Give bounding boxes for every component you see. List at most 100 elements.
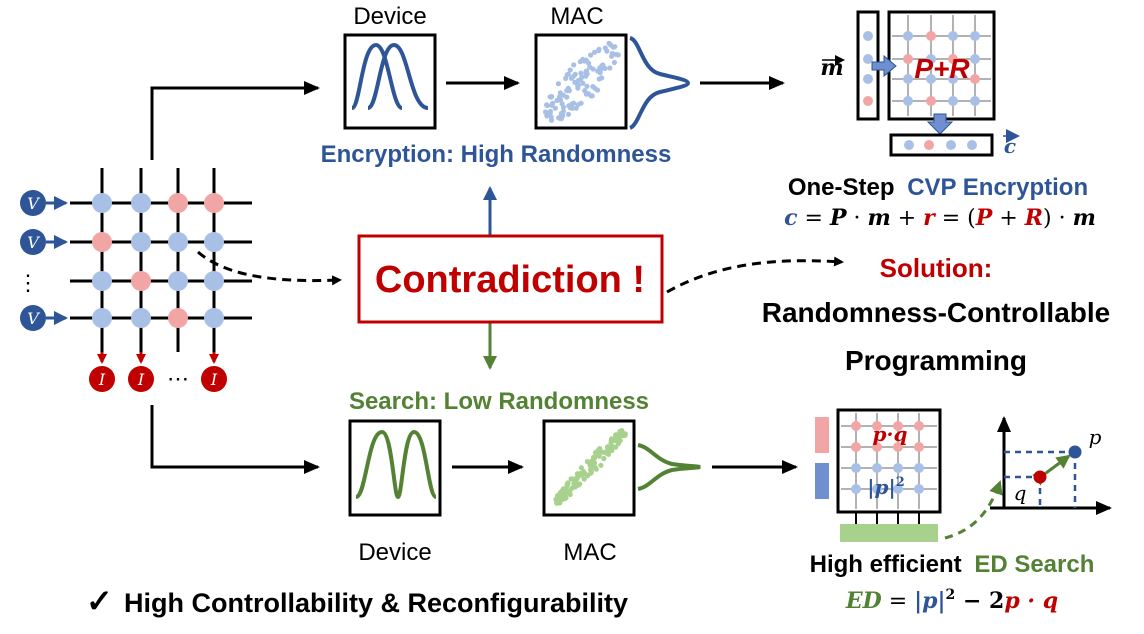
array-cell [851, 442, 861, 452]
cvp-c-label: c [1004, 134, 1016, 158]
scatter-point [584, 83, 590, 89]
scatter-point [598, 462, 604, 468]
bottom-device-label: Device [358, 539, 431, 566]
scatter-point [607, 65, 613, 71]
dashed-arrow-to-plot [944, 480, 1003, 540]
scatter-point [550, 100, 556, 106]
scatter-point [611, 436, 617, 442]
scatter-point [596, 76, 602, 82]
eq-eq2: = ( [935, 206, 976, 231]
top-mac-box [534, 33, 691, 130]
scatter-point [565, 480, 571, 486]
bottom-branch-connector [150, 405, 320, 474]
scatter-point [546, 111, 552, 117]
scatter-point [608, 440, 614, 446]
scatter-point [563, 485, 569, 491]
search-p2-label: |p|2 [867, 475, 905, 499]
cvp-array [856, 10, 996, 157]
array-cell [914, 421, 924, 431]
scatter-point [597, 65, 603, 71]
scatter-point [609, 53, 615, 59]
solution-line2: Programming [845, 345, 1027, 376]
scatter-point [611, 59, 618, 66]
array-cell [872, 484, 882, 494]
search-p2-base: |p| [867, 475, 896, 499]
top-caption: Encryption: High Randomness [321, 141, 672, 168]
array-cell [872, 442, 882, 452]
scatter-point [566, 88, 573, 94]
search-array [815, 408, 942, 542]
scatter-point [604, 48, 610, 54]
scatter-point [555, 81, 562, 87]
eq-P: P [829, 205, 848, 231]
eq-c: c [784, 205, 798, 231]
contradiction-text: Contradiction ! [375, 259, 645, 301]
search-title-part1: High efficient [810, 551, 962, 578]
scatter-point [613, 444, 619, 450]
array-cell [893, 421, 903, 431]
check-icon: ✓ [86, 583, 113, 619]
array-cell [903, 96, 913, 106]
scatter-point [567, 67, 573, 73]
eq-ED: ED [845, 588, 882, 614]
scatter-point [544, 102, 550, 109]
scatter-point [592, 49, 598, 55]
array-cell [893, 442, 903, 452]
scatter-point [595, 448, 601, 454]
eq-R: R [1024, 205, 1043, 231]
eq-r: r [923, 205, 936, 231]
eq-minus: − 2 [955, 588, 1004, 614]
scatter-point [570, 73, 576, 80]
scatter-point [568, 476, 574, 482]
scatter-point [571, 62, 577, 68]
eq-sup: 2 [946, 587, 956, 603]
current-label-1: I [98, 370, 106, 389]
search-title: High efficient ED Search [810, 551, 1095, 578]
scatter-point [577, 59, 583, 65]
scatter-point [575, 102, 581, 108]
array-cell [851, 421, 861, 431]
top-device-box [343, 33, 437, 130]
crossbar-array: V V ⋮ V I I ⋯ I [17, 168, 252, 392]
scatter-point [610, 44, 617, 50]
scatter-point [589, 93, 595, 99]
scatter-point [602, 65, 608, 71]
cvp-m-label: m [820, 55, 843, 81]
scatter-point [560, 104, 567, 110]
scatter-point [552, 105, 558, 111]
col-ellipsis: ⋯ [167, 366, 189, 391]
scatter-point [560, 113, 566, 119]
cvp-title-part1: One-Step [788, 174, 895, 201]
scatter-point [563, 495, 569, 501]
scatter-point [605, 451, 612, 457]
scatter-point [564, 72, 570, 78]
scatter-point [565, 111, 572, 117]
array-cell [926, 74, 936, 84]
scatter-point [587, 64, 593, 70]
scatter-point [547, 94, 553, 100]
scatter-point [574, 471, 581, 477]
search-p2-sup: 2 [896, 475, 905, 490]
scatter-point [567, 491, 573, 498]
search-equation: ED = |p|2 − 2p · q [845, 587, 1058, 614]
array-cell [970, 31, 980, 41]
scatter-point [588, 52, 594, 58]
scatter-point [572, 79, 578, 85]
bottom-mac-label: MAC [563, 539, 616, 566]
search-pq-label: p·q [873, 422, 908, 446]
top-mac-label: MAC [550, 3, 603, 30]
eq-pq: p · q [1004, 588, 1058, 614]
scatter-point [600, 449, 606, 455]
eq-p2: |p| [914, 588, 945, 614]
scatter-point [560, 92, 566, 98]
array-cell [893, 484, 903, 494]
array-cell [903, 74, 913, 84]
scatter-point [580, 80, 586, 86]
scatter-point [601, 455, 607, 462]
array-cell [948, 96, 958, 106]
scatter-point [613, 51, 619, 58]
top-branch-connector [150, 81, 320, 160]
array-cell [970, 74, 980, 84]
current-label-3: I [210, 370, 218, 389]
